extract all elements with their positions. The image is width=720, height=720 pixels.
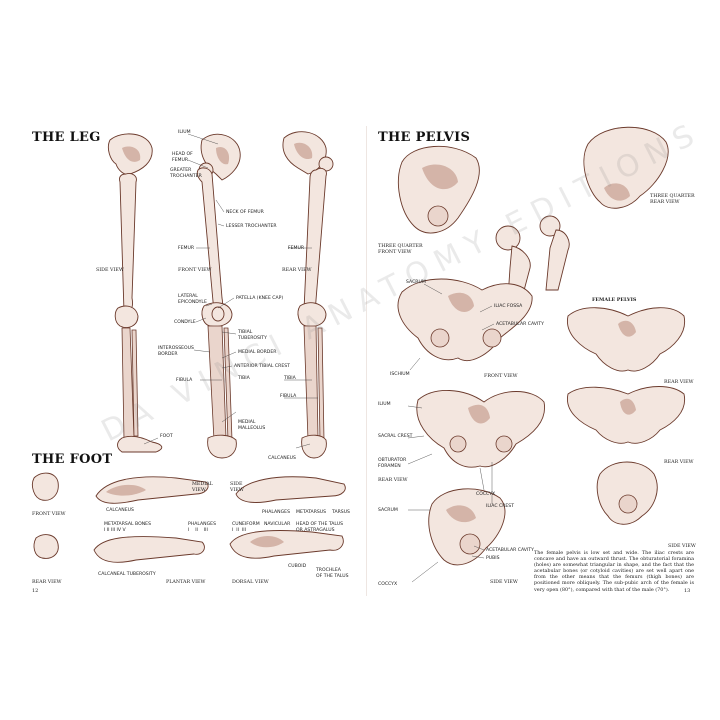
label-ischium: ISCHIUM	[390, 372, 410, 377]
label-lesser-trochanter: LESSER TROCHANTER	[226, 224, 277, 229]
label-calcaneus-foot: CALCANEUS	[106, 508, 134, 513]
label-femur-front: FEMUR	[178, 246, 195, 251]
label-cuboid: CUBOID	[288, 564, 307, 569]
label-iliac-fossa: ILIAC FOSSA	[494, 304, 523, 309]
leg-and-foot-illustrations	[31, 131, 346, 563]
label-pubis: PUBIS	[486, 556, 500, 561]
pelvis-front-view-drawing	[397, 278, 533, 361]
label-anterior-tibial-crest: ANTERIOR TIBIAL CREST	[234, 364, 290, 369]
pelvis-rear-view-drawing	[416, 390, 545, 468]
caption-leg-front-view: FRONT VIEW	[178, 268, 212, 273]
caption-foot-medial-view: MEDIAL VIEW	[192, 482, 213, 493]
caption-female-side-view: SIDE VIEW	[668, 544, 696, 549]
foot-title: THE FOOT	[32, 452, 113, 467]
label-metatarsal-bones: METATARSAL BONES I II III IV V	[104, 522, 151, 533]
label-lateral-epicondyle: LATERAL EPICONDYLE	[178, 294, 207, 305]
label-navicular: NAVICULAR	[264, 522, 291, 527]
caption-pelvis-rear-view-left: REAR VIEW	[378, 478, 408, 483]
label-coccyx-rear: COCCYX	[476, 492, 496, 497]
caption-pelvis-front-view: FRONT VIEW	[484, 374, 518, 379]
caption-pelvis-three-quarter-rear: THREE QUARTER REAR VIEW	[650, 194, 695, 205]
label-sacral-crest: SACRAL CREST	[378, 434, 413, 439]
left-page-number: 12	[32, 588, 39, 594]
label-interosseous-border: INTEROSSEOUS BORDER	[158, 346, 194, 357]
label-head-of-talus: HEAD OF THE TALUS OR ASTRAGALUS	[296, 522, 344, 533]
label-calcaneal-tuberosity: CALCANEAL TUBEROSITY	[98, 572, 156, 577]
caption-pelvis-side-view-left: SIDE VIEW	[490, 580, 518, 585]
leg-leader-lines	[143, 133, 318, 449]
label-calcaneus-leg: CALCANEUS	[268, 456, 296, 461]
label-greater-trochanter: GREATER TROCHANTER	[170, 168, 202, 179]
label-foot: FOOT	[160, 434, 173, 439]
label-tibia-rear: TIBIA	[284, 376, 296, 381]
label-femur-rear: FEMUR	[288, 246, 305, 251]
label-obturator-foramen: OBTURATOR FORAMEN	[378, 458, 407, 469]
caption-female-pelvis: FEMALE PELVIS	[592, 297, 637, 303]
pelvis-three-quarter-front-drawing	[397, 145, 480, 234]
label-phalanges-plantar: PHALANGES I II III	[188, 522, 216, 533]
caption-leg-side-view: SIDE VIEW	[96, 268, 124, 273]
pelvis-illustrations	[397, 126, 686, 583]
label-coccyx-side: COCCYX	[378, 582, 398, 587]
label-fibula-rear: FIBULA	[280, 394, 297, 399]
label-metatarsus: METATARSUS	[296, 510, 327, 515]
label-phalanges-dorsal: PHALANGES	[262, 510, 290, 515]
label-ilium-pelvis: ILIUM	[378, 402, 391, 407]
caption-female-rear-view-1: REAR VIEW	[664, 380, 694, 385]
book-gutter	[366, 126, 367, 596]
pelvis-side-view-drawing	[428, 488, 506, 566]
label-acetabular-cavity-side: ACETABULAR CAVITY	[486, 548, 534, 553]
leg-title: THE LEG	[32, 130, 101, 145]
label-medial-malleolus: MEDIAL MALLEOLUS	[238, 420, 266, 431]
pelvis-three-quarter-rear-drawing	[583, 126, 669, 209]
label-iliac-crest: ILIAC CREST	[486, 504, 515, 509]
book-spread: THE LEG THE FOOT ILIUM HEAD OF FEMUR GRE…	[26, 114, 708, 598]
pelvis-leader-lines	[407, 283, 495, 583]
label-head-of-femur: HEAD OF FEMUR	[172, 152, 193, 163]
label-fibula-front: FIBULA	[176, 378, 193, 383]
label-acetabular-cavity-front: ACETABULAR CAVITY	[496, 322, 544, 327]
right-page-number: 13	[684, 588, 691, 594]
leg-side-view-drawing	[107, 133, 163, 453]
label-trochlea: TROCHLEA OF THE TALUS	[316, 568, 349, 579]
female-pelvis-drawings	[567, 307, 686, 525]
label-cuneiform: CUNEIFORM I II III	[232, 522, 260, 533]
right-page: THE PELVIS THREE QUARTER FRONT VIEW THRE…	[372, 118, 698, 598]
label-patella: PATELLA (KNEE CAP)	[236, 296, 284, 301]
caption-foot-dorsal-view: DORSAL VIEW	[232, 580, 269, 585]
foot-drawings	[31, 472, 346, 563]
caption-foot-plantar-view: PLANTAR VIEW	[166, 580, 206, 585]
caption-leg-rear-view: REAR VIEW	[282, 268, 312, 273]
label-tibial-tuberosity: TIBIAL TUBEROSITY	[238, 330, 267, 341]
caption-female-rear-view-2: REAR VIEW	[664, 460, 694, 465]
label-neck-of-femur: NECK OF FEMUR	[226, 210, 264, 215]
label-condyle: CONDYLE	[174, 320, 196, 325]
label-ilium: ILIUM	[178, 130, 191, 135]
caption-foot-side-view: SIDE VIEW	[230, 482, 244, 493]
caption-pelvis-three-quarter-front: THREE QUARTER FRONT VIEW	[378, 244, 423, 255]
caption-foot-rear-view: REAR VIEW	[32, 580, 62, 585]
label-sacrum-front: SACRUM	[406, 280, 426, 285]
caption-foot-front-view: FRONT VIEW	[32, 512, 66, 517]
pelvis-title: THE PELVIS	[378, 130, 471, 145]
label-sacrum-side: SACRUM	[378, 508, 398, 513]
leg-rear-view-drawing	[282, 131, 334, 459]
female-pelvis-description: The female pelvis is low set and wide. T…	[534, 550, 694, 593]
left-page: THE LEG THE FOOT ILIUM HEAD OF FEMUR GRE…	[26, 118, 362, 598]
leg-front-view-drawing	[196, 133, 241, 459]
label-tarsus: TARSUS	[332, 510, 350, 515]
label-tibia-front: TIBIA	[238, 376, 250, 381]
label-medial-border: MEDIAL BORDER	[238, 350, 277, 355]
